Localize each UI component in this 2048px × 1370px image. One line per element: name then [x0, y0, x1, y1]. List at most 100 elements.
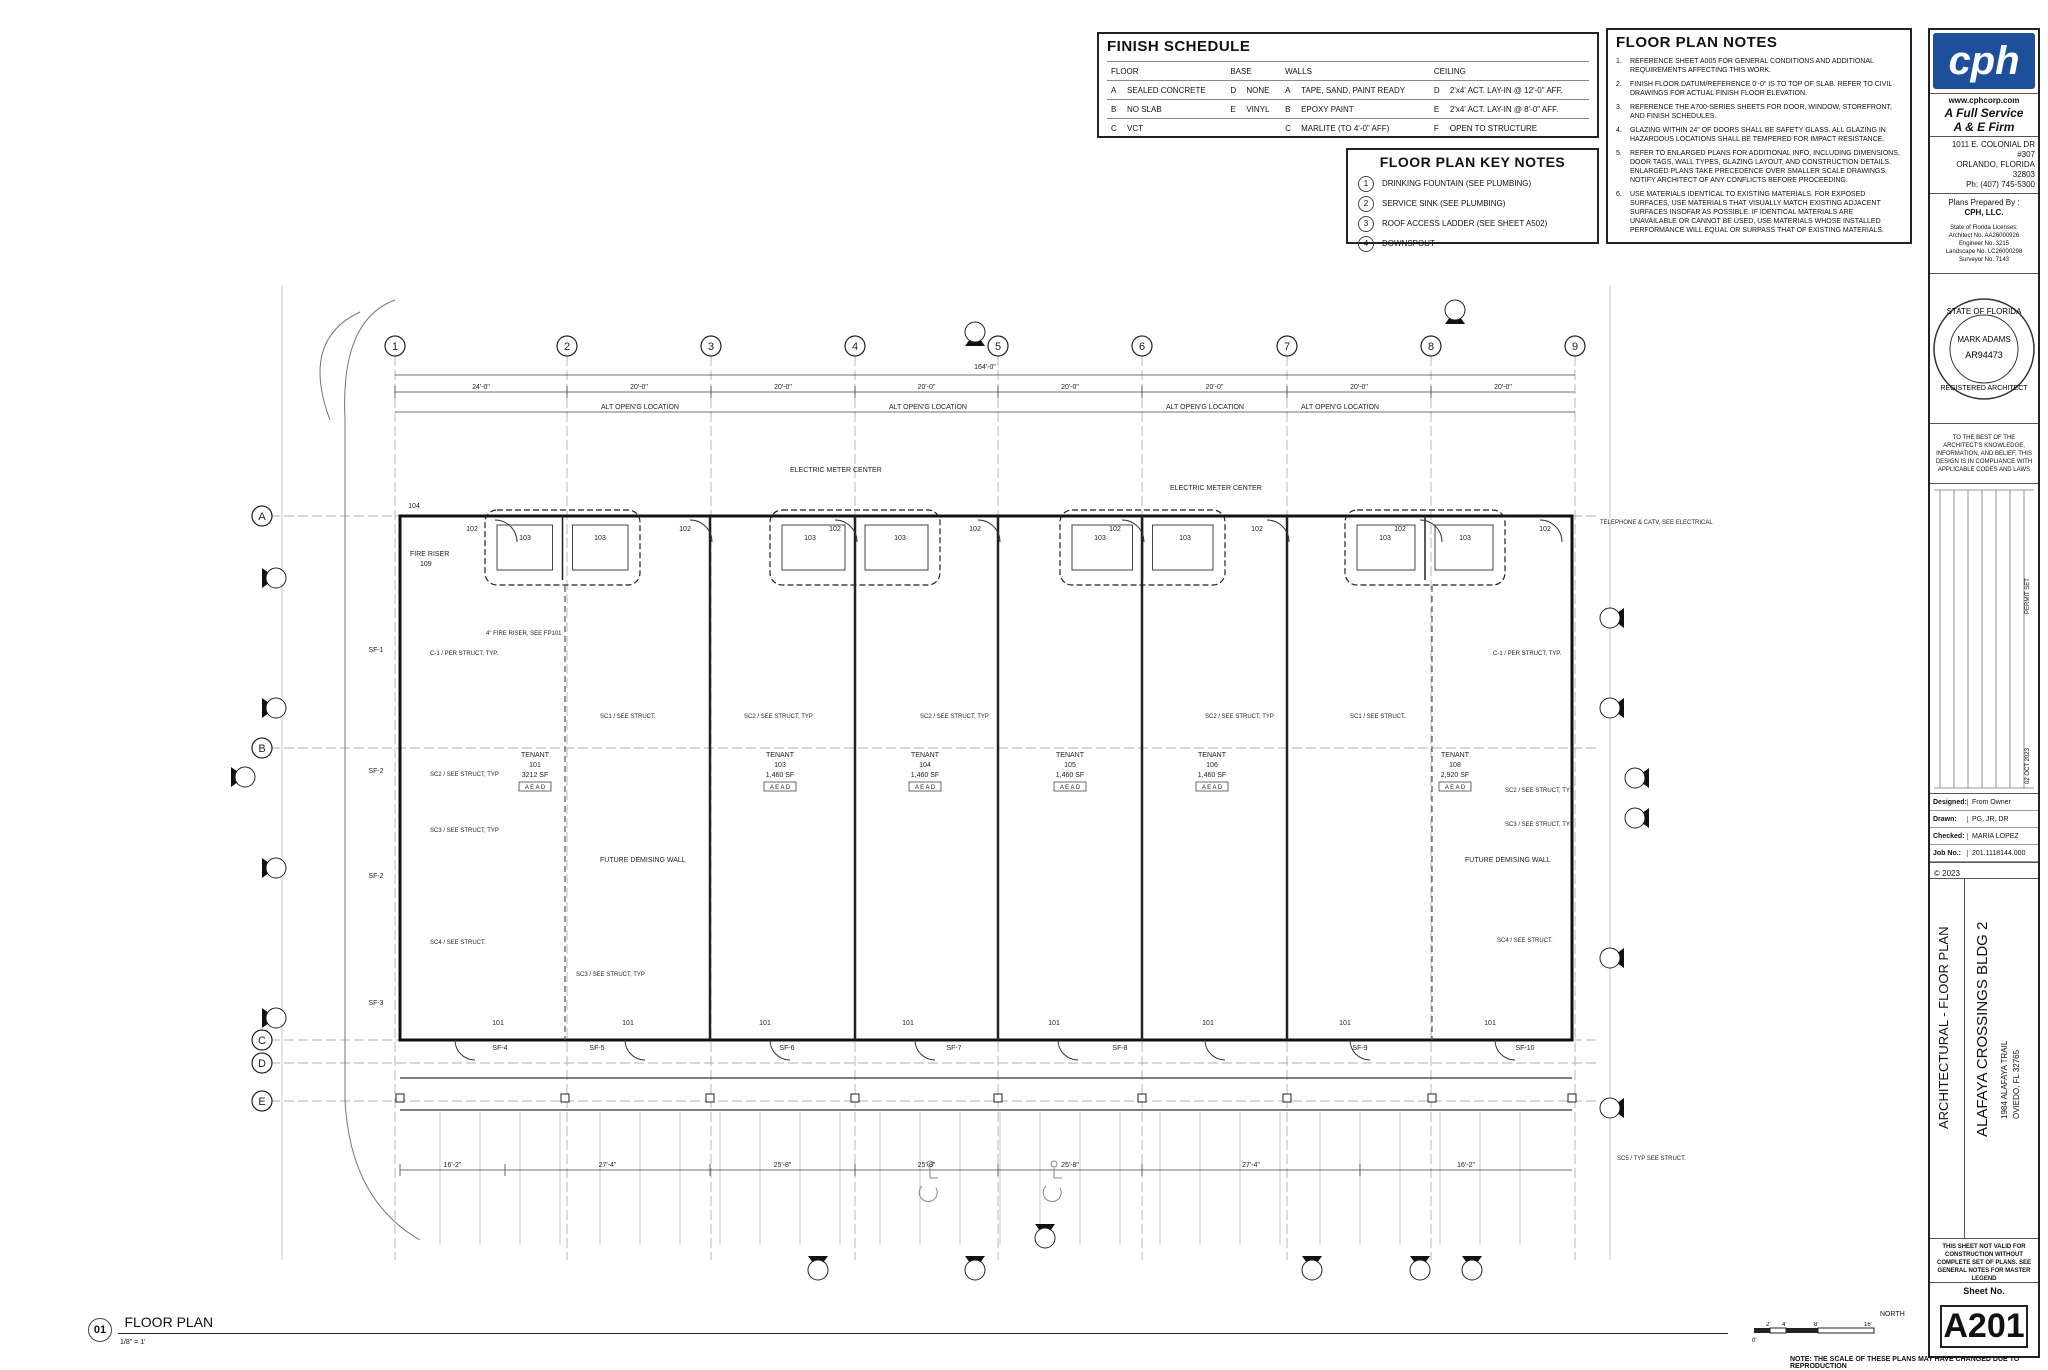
finish-code: F	[1433, 123, 1439, 133]
address-1: 1011 E. COLONIAL DR #307	[1951, 140, 2035, 159]
grid-bubble	[700, 335, 722, 357]
info-label: Designed:	[1930, 798, 1968, 806]
section-marker-circle	[964, 321, 986, 343]
prepared-by: CPH, LLC.	[1964, 208, 2004, 217]
section-marker-circle	[1624, 807, 1646, 829]
key-note-item: 1 DRINKING FOUNTAIN (SEE PLUMBING)	[1358, 176, 1587, 192]
plan-note-text: REFER TO ENLARGED PLANS FOR ADDITIONAL I…	[1630, 150, 1900, 184]
door-swing	[1121, 519, 1145, 543]
plan-note-item: 5.REFER TO ENLARGED PLANS FOR ADDITIONAL…	[1616, 149, 1902, 185]
bottom-dimension: 25'-8"	[918, 1162, 936, 1169]
project-address-1: 1984 ALAFAYA TRAIL	[2000, 1040, 2009, 1119]
door-swing	[1419, 519, 1443, 543]
finish-code: A	[1285, 85, 1291, 95]
accessible-symbol	[1042, 1168, 1062, 1203]
finish-desc: NO SLAB	[1127, 104, 1162, 114]
seal-number: AR94473	[1965, 350, 2003, 360]
key-note-number: 2	[1358, 196, 1374, 212]
bottom-dimension: 16'-2"	[1457, 1162, 1475, 1169]
scale-4: 4'	[1782, 1322, 1786, 1328]
room-number: 101	[1202, 1020, 1214, 1027]
finish-tag: A E A D	[770, 785, 791, 791]
sheet-title: ARCHITECTURAL - FLOOR PLAN	[1936, 926, 1951, 1130]
tenant-number: 103	[774, 762, 786, 769]
info-label: Checked:	[1930, 832, 1968, 840]
bottom-dimension: 27'-4"	[1242, 1162, 1260, 1169]
schedule-header: FLOOR	[1107, 61, 1227, 81]
license-line: State of Florida Licenses:	[1950, 225, 2018, 231]
project-address-2: OVIEDO, FL 32765	[2012, 1049, 2021, 1119]
storefront-tag: SF-4	[492, 1045, 507, 1052]
column-note: SC2 / SEE STRUCT, TYP	[1205, 714, 1274, 720]
fire-riser-note: 4" FIRE RISER, SEE FP101	[486, 631, 562, 637]
door-swing	[1266, 519, 1290, 543]
door-swing	[1204, 1039, 1226, 1061]
room-number: 102	[1109, 526, 1121, 533]
info-value: From Owner	[1972, 798, 2011, 806]
finish-schedule-title: FINISH SCHEDULE	[1107, 38, 1251, 55]
storefront-tag: SF-6	[779, 1045, 794, 1052]
tenant-name: TENANT	[911, 752, 940, 759]
phone: Ph: (407) 745-5300	[1966, 180, 2035, 189]
key-note-number: 3	[1358, 216, 1374, 232]
grid-label: 8	[1428, 341, 1434, 353]
key-note-text: ROOF ACCESS LADDER (SEE SHEET A502)	[1382, 219, 1548, 228]
restroom	[496, 524, 553, 571]
column	[395, 1093, 405, 1103]
section-marker-circle	[1461, 1259, 1483, 1281]
finish-tag-box	[518, 781, 552, 792]
plan-note-text: REFERENCE SHEET A005 FOR GENERAL CONDITI…	[1630, 58, 1874, 74]
room-number: 104	[408, 503, 420, 510]
finish-tag-box	[1195, 781, 1229, 792]
key-note-text: DRINKING FOUNTAIN (SEE PLUMBING)	[1382, 179, 1532, 188]
restroom-cluster	[1059, 509, 1226, 586]
revision-grid	[1934, 489, 2034, 789]
section-marker-circle	[265, 1007, 287, 1029]
title-block: cph www.cphcorp.com A Full Service A & E…	[1928, 28, 2040, 1358]
room-number: 102	[829, 526, 841, 533]
door-swing	[494, 519, 518, 543]
prepared-by-label: Plans Prepared By :	[1948, 198, 2020, 207]
tenant-name: TENANT	[766, 752, 795, 759]
section-marker-circle	[1599, 1097, 1621, 1119]
room-number: 102	[466, 526, 478, 533]
telephone-label: TELEPHONE & CATV, SEE ELECTRICAL	[1600, 520, 1713, 526]
section-marker-circle	[234, 766, 256, 788]
restroom	[1071, 524, 1133, 571]
info-value: PG, JR, DR	[1972, 815, 2009, 823]
grid-label: 3	[708, 341, 714, 353]
schedule-header: BASE	[1226, 61, 1282, 81]
restroom-cluster	[769, 509, 941, 586]
plan-note-item: 2.FINISH FLOOR DATUM/REFERENCE 0'-0" IS …	[1616, 80, 1902, 98]
seal-name: MARK ADAMS	[1957, 335, 2010, 344]
future-wall-label: FUTURE DEMISING WALL	[1465, 857, 1551, 864]
info-value: 201.1118144.000	[1972, 849, 2026, 857]
license-line: Architect No. AA26000926	[1948, 233, 2020, 239]
validity-warning: THIS SHEET NOT VALID FOR CONSTRUCTION WI…	[1936, 1244, 2031, 1282]
column-note: C-1 / PER STRUCT, TYP.	[1493, 651, 1561, 657]
bay-dimension: 20'-0"	[1206, 384, 1224, 391]
column	[850, 1093, 860, 1103]
grid-label: E	[258, 1096, 265, 1108]
column	[560, 1093, 570, 1103]
storefront-tag: SF-1	[368, 647, 383, 654]
info-row: Job No.:201.1118144.000	[1930, 845, 2038, 862]
storefront-tag: SF-8	[1112, 1045, 1127, 1052]
grid-label: 1	[392, 341, 398, 353]
key-note-number: 1	[1358, 176, 1374, 192]
finish-code: B	[1111, 104, 1117, 114]
restroom	[572, 524, 629, 571]
tenant-number: 104	[919, 762, 931, 769]
drawing-title: FLOOR PLAN	[124, 1314, 214, 1330]
tenant-area: 1,460 SF	[1056, 772, 1084, 779]
tagline-1: A Full Service	[1944, 106, 2024, 120]
grid-bubble	[1420, 335, 1442, 357]
grid-label: A	[258, 511, 266, 523]
restroom-cluster	[1344, 509, 1506, 586]
door-swing	[1494, 1039, 1516, 1061]
